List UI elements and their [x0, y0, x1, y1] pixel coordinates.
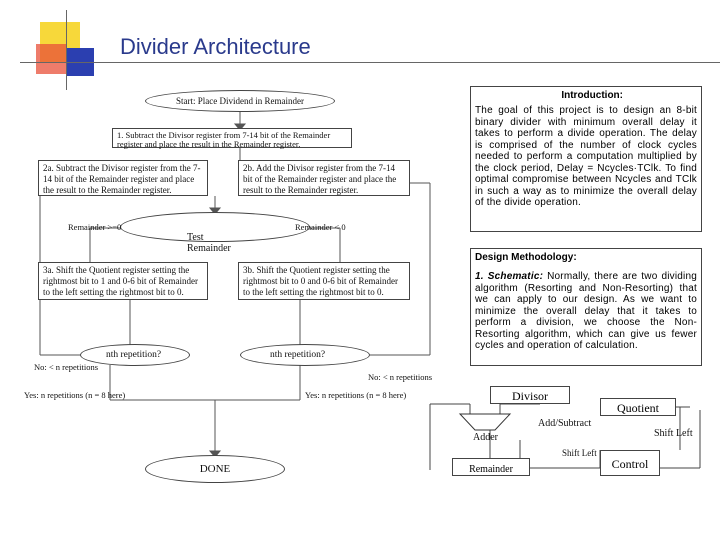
introduction-panel: Introduction: The goal of this project i…: [470, 86, 702, 232]
step2a-label: 2a. Subtract the Divisor register from t…: [43, 163, 201, 195]
shift-left-label-1: Shift Left: [654, 428, 693, 439]
done-node: DONE: [145, 455, 285, 483]
test-remainder-node: [120, 212, 310, 242]
quotient-label: Quotient: [617, 401, 659, 415]
step2a-box: 2a. Subtract the Divisor register from t…: [38, 160, 208, 196]
nth-repetition-a-node: [80, 344, 190, 366]
yes-repetitions-a-label: Yes: n repetitions (n = 8 here): [24, 390, 126, 400]
adder-label: Adder: [473, 432, 498, 443]
remainder-lt0-label: Remainder < 0: [295, 222, 346, 232]
nth-repetition-b-label: nth repetition?: [270, 350, 326, 360]
step1-label: 1. Subtract the Divisor register from 7-…: [117, 130, 331, 149]
start-label: Start: Place Dividend in Remainder: [176, 96, 304, 106]
remainder-box: Remainder: [452, 458, 530, 476]
methodology-body: Normally, there are two dividing algorit…: [475, 271, 697, 351]
shift-left-label-2: Shift Left: [562, 448, 597, 458]
remainder-label: Remainder: [469, 464, 513, 475]
control-box: Control: [600, 450, 660, 476]
page-title: Divider Architecture: [120, 34, 311, 59]
step1-box: 1. Subtract the Divisor register from 7-…: [112, 128, 352, 149]
done-label: DONE: [199, 463, 231, 475]
control-label: Control: [611, 457, 649, 471]
start-node: Start: Place Dividend in Remainder: [145, 90, 335, 112]
methodology-panel: Design Methodology: 1. Schematic: Normal…: [470, 248, 702, 366]
methodology-paragraph: 1. Schematic: Normally, there are two di…: [475, 271, 697, 352]
remainder-ge0-label: Remainder >=0: [68, 222, 122, 232]
decor-vertical-line: [66, 10, 67, 90]
no-repetitions-a-label: No: < n repetitions: [34, 362, 99, 372]
yes-repetitions-b-label: Yes: n repetitions (n = 8 here): [305, 390, 407, 400]
divisor-box: Divisor: [490, 386, 570, 404]
test-remainder-label: Test Remainder: [187, 232, 231, 254]
divisor-label: Divisor: [512, 389, 548, 403]
step2b-box: 2b. Add the Divisor register from the 7-…: [238, 160, 410, 196]
step3a-box: 3a. Shift the Quotient register setting …: [38, 262, 208, 300]
introduction-body: The goal of this project is to design an…: [475, 105, 697, 208]
quotient-box: Quotient: [600, 398, 676, 416]
methodology-lead: 1. Schematic:: [475, 271, 544, 282]
no-repetitions-b-label: No: < n repetitions: [368, 372, 433, 382]
nth-repetition-b-node: [240, 344, 370, 366]
nth-repetition-a-label: nth repetition?: [106, 350, 162, 360]
step3a-label: 3a. Shift the Quotient register setting …: [43, 265, 198, 297]
introduction-heading: Introduction:: [561, 90, 623, 101]
methodology-heading: Design Methodology:: [475, 252, 577, 263]
decor-red-square: [36, 44, 66, 74]
step3b-box: 3b. Shift the Quotient register setting …: [238, 262, 410, 300]
step2b-label: 2b. Add the Divisor register from the 7-…: [243, 163, 397, 195]
step3b-label: 3b. Shift the Quotient register setting …: [243, 265, 398, 297]
add-subtract-label: Add/Subtract: [538, 418, 592, 429]
decor-horizontal-line: [20, 62, 720, 63]
